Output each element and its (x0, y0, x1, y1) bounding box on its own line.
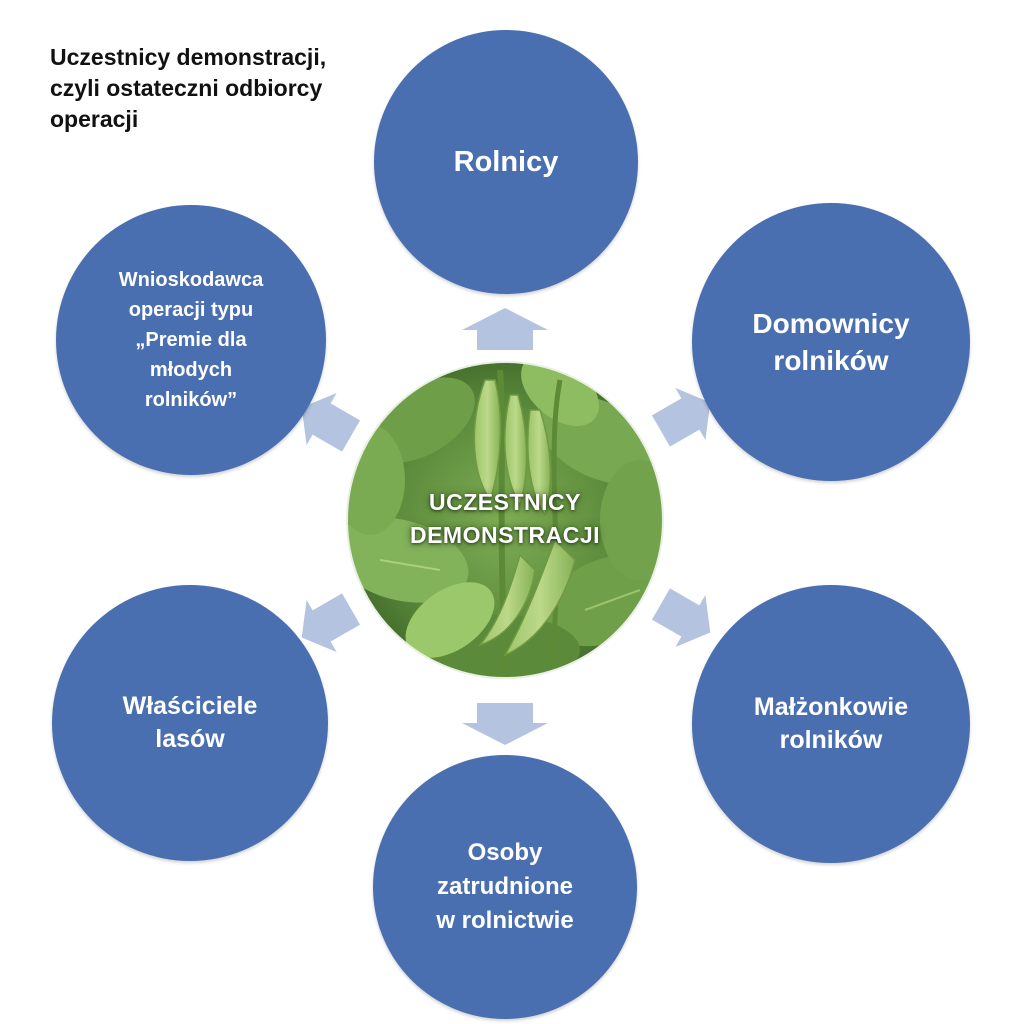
node-rolnicy-label: Rolnicy (453, 146, 559, 178)
node-domownicy: Domownicy rolników (692, 203, 970, 481)
node-osoby: Osoby zatrudnione w rolnictwie (373, 755, 637, 1019)
arrow-up (462, 308, 548, 350)
arrow-upper-left (301, 393, 361, 452)
node-osoby-label: Osoby zatrudnione w rolnictwie (436, 839, 574, 934)
node-malzonkowie-label: Małżonkowie rolników (753, 693, 909, 754)
node-wlasciciele-label: Właściciele lasów (122, 692, 258, 753)
page-title: Uczestnicy demonstracji, czyli ostateczn… (50, 44, 327, 132)
center-circle-border (346, 361, 664, 679)
node-domownicy-label: Domownicy rolników (752, 308, 910, 376)
node-rolnicy: Rolnicy (374, 30, 638, 294)
arrow-down (462, 703, 548, 745)
arrow-lower-left (301, 593, 361, 652)
node-malzonkowie: Małżonkowie rolników (692, 585, 970, 863)
node-wnioskodawca-label: Wnioskodawca operacji typu „Premie dla m… (118, 269, 264, 411)
node-wnioskodawca: Wnioskodawca operacji typu „Premie dla m… (56, 205, 326, 475)
node-wlasciciele: Właściciele lasów (52, 585, 328, 861)
arrow-upper-right (651, 388, 711, 447)
arrow-lower-right (651, 588, 711, 647)
center-plant-image (347, 362, 663, 678)
